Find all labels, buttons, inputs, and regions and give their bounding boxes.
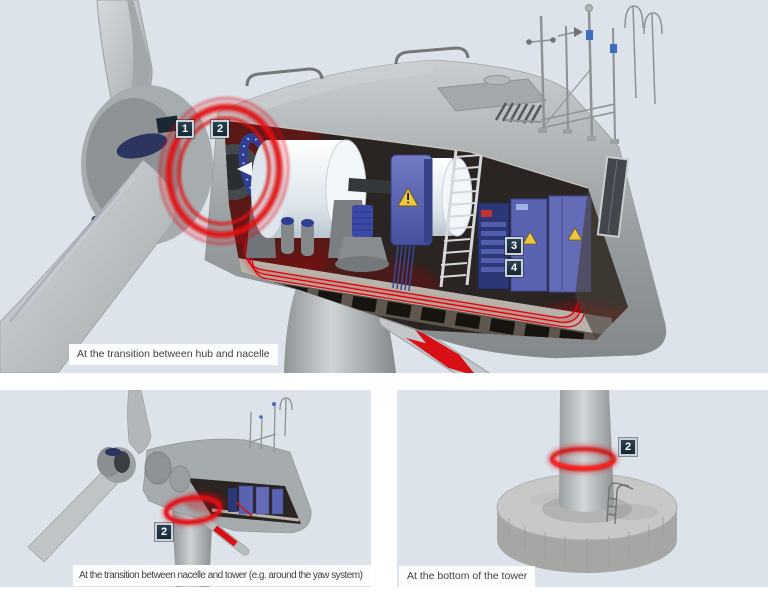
panel-hub-nacelle-transition: At the transition between hub and nacell… — [0, 0, 768, 373]
mini-blade-up — [127, 390, 152, 455]
red-highlight-rings — [158, 96, 290, 246]
red-base-ring — [547, 444, 619, 474]
converter-cabinet — [390, 154, 433, 292]
sensor-blue-band — [610, 44, 617, 53]
red-cables — [243, 240, 586, 328]
anemometer-icon — [526, 37, 556, 45]
red-yaw-ring — [162, 493, 224, 527]
marker-3: 3 — [505, 237, 523, 255]
cabinet-label — [481, 210, 492, 217]
roof-handles — [245, 46, 470, 87]
caption-yaw-transition: At the transition between nacelle and to… — [73, 565, 371, 586]
panel-nacelle-tower-transition: At the transition between nacelle and to… — [0, 390, 371, 587]
cable-bundle — [392, 245, 415, 292]
concrete-texture — [508, 517, 664, 570]
vent-louvers — [494, 102, 543, 124]
illustration-tower-base — [397, 390, 768, 587]
met-mast — [504, 4, 663, 144]
mini-cabinets — [228, 485, 284, 515]
service-ladder — [439, 147, 484, 288]
marker-2-yaw: 2 — [155, 523, 173, 541]
warning-triangle-icon — [567, 227, 583, 241]
mini-met-mast — [249, 397, 293, 453]
illustration-yaw-transition — [0, 390, 371, 587]
yaw-drive — [335, 205, 389, 272]
rotor-blade-lower-left — [0, 159, 176, 373]
marker-4: 4 — [505, 259, 523, 277]
warning-triangle-icon — [522, 231, 538, 245]
marker-1: 1 — [176, 120, 194, 138]
control-cabinets — [477, 195, 592, 293]
marker-2: 2 — [211, 120, 229, 138]
illustration-nacelle-cutaway — [0, 0, 667, 373]
main-shaft — [348, 178, 401, 195]
roof-hatch — [437, 75, 547, 124]
accumulator-cylinders — [281, 217, 314, 256]
machine-deck — [238, 258, 612, 336]
caption-hub-nacelle: At the transition between hub and nacell… — [69, 344, 278, 365]
sensor-blue-band — [586, 30, 593, 40]
base-ladder — [606, 482, 634, 525]
marker-2-base: 2 — [619, 438, 637, 456]
mini-hub — [97, 447, 136, 483]
caption-tower-bottom: At the bottom of the tower — [399, 566, 536, 587]
panel-tower-bottom: At the bottom of the tower 2 — [397, 390, 768, 587]
lightning-rod-hoops — [624, 5, 663, 105]
rear-vent-window — [596, 155, 630, 239]
wind-vane-icon — [557, 27, 583, 37]
